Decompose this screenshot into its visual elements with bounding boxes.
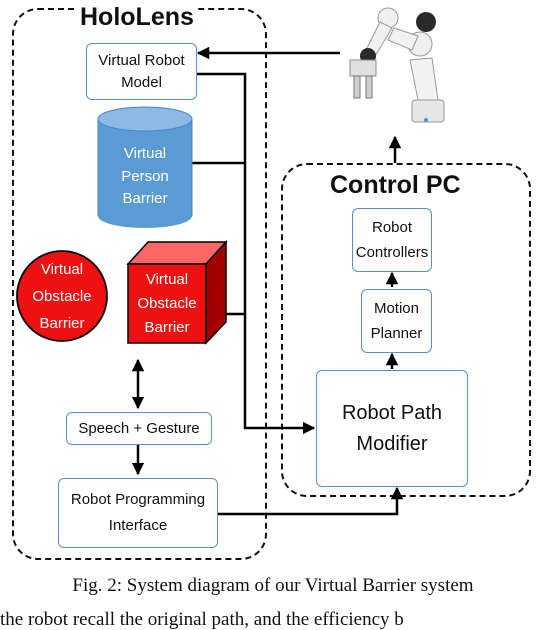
virtual-obstacle-sphere [16,250,108,342]
robot-arm-icon [349,7,445,123]
virtual-robot-model-box: Virtual Robot Model [86,43,197,100]
arrow-model-to-path-modifier [197,72,316,435]
control-pc-title: Control PC [326,170,465,200]
robot-controllers-box: Robot Controllers [352,208,432,272]
robot-path-modifier-box: Robot Path Modifier [316,370,468,487]
robot-programming-interface-label: Robot Programming Interface [70,490,206,534]
control-pc-container [281,163,531,497]
virtual-person-barrier-label-area: Virtual Person Barrier [98,135,192,219]
hololens-title: HoloLens [76,2,198,32]
robot-path-modifier-label: Robot Path Modifier [341,401,443,455]
figure-caption: Fig. 2: System diagram of our Virtual Ba… [72,575,474,596]
virtual-obstacle-cube [126,240,228,345]
virtual-person-barrier-label: Virtual Person Barrier [121,145,169,208]
virtual-obstacle-sphere-label: Virtual Obstacle Barrier [32,260,92,332]
virtual-obstacle-cube-label-area: Virtual Obstacle Barrier [128,264,206,343]
virtual-obstacle-sphere-label-area: Virtual Obstacle Barrier [17,258,107,334]
virtual-person-barrier-cylinder [97,106,193,228]
speech-gesture-box: Speech + Gesture [66,412,212,445]
speech-gesture-label: Speech + Gesture [78,419,200,437]
motion-planner-label: Motion Planner [370,299,423,343]
robot-programming-interface-box: Robot Programming Interface [58,478,218,548]
robot-controllers-label: Robot Controllers [355,218,429,262]
motion-planner-box: Motion Planner [361,289,432,353]
virtual-obstacle-cube-label: Virtual Obstacle Barrier [137,270,197,336]
arrow-interface-to-path-modifier [218,486,404,516]
trailing-body-text: the robot recall the original path, and … [0,609,404,630]
virtual-robot-model-label: Virtual Robot Model [98,51,185,91]
